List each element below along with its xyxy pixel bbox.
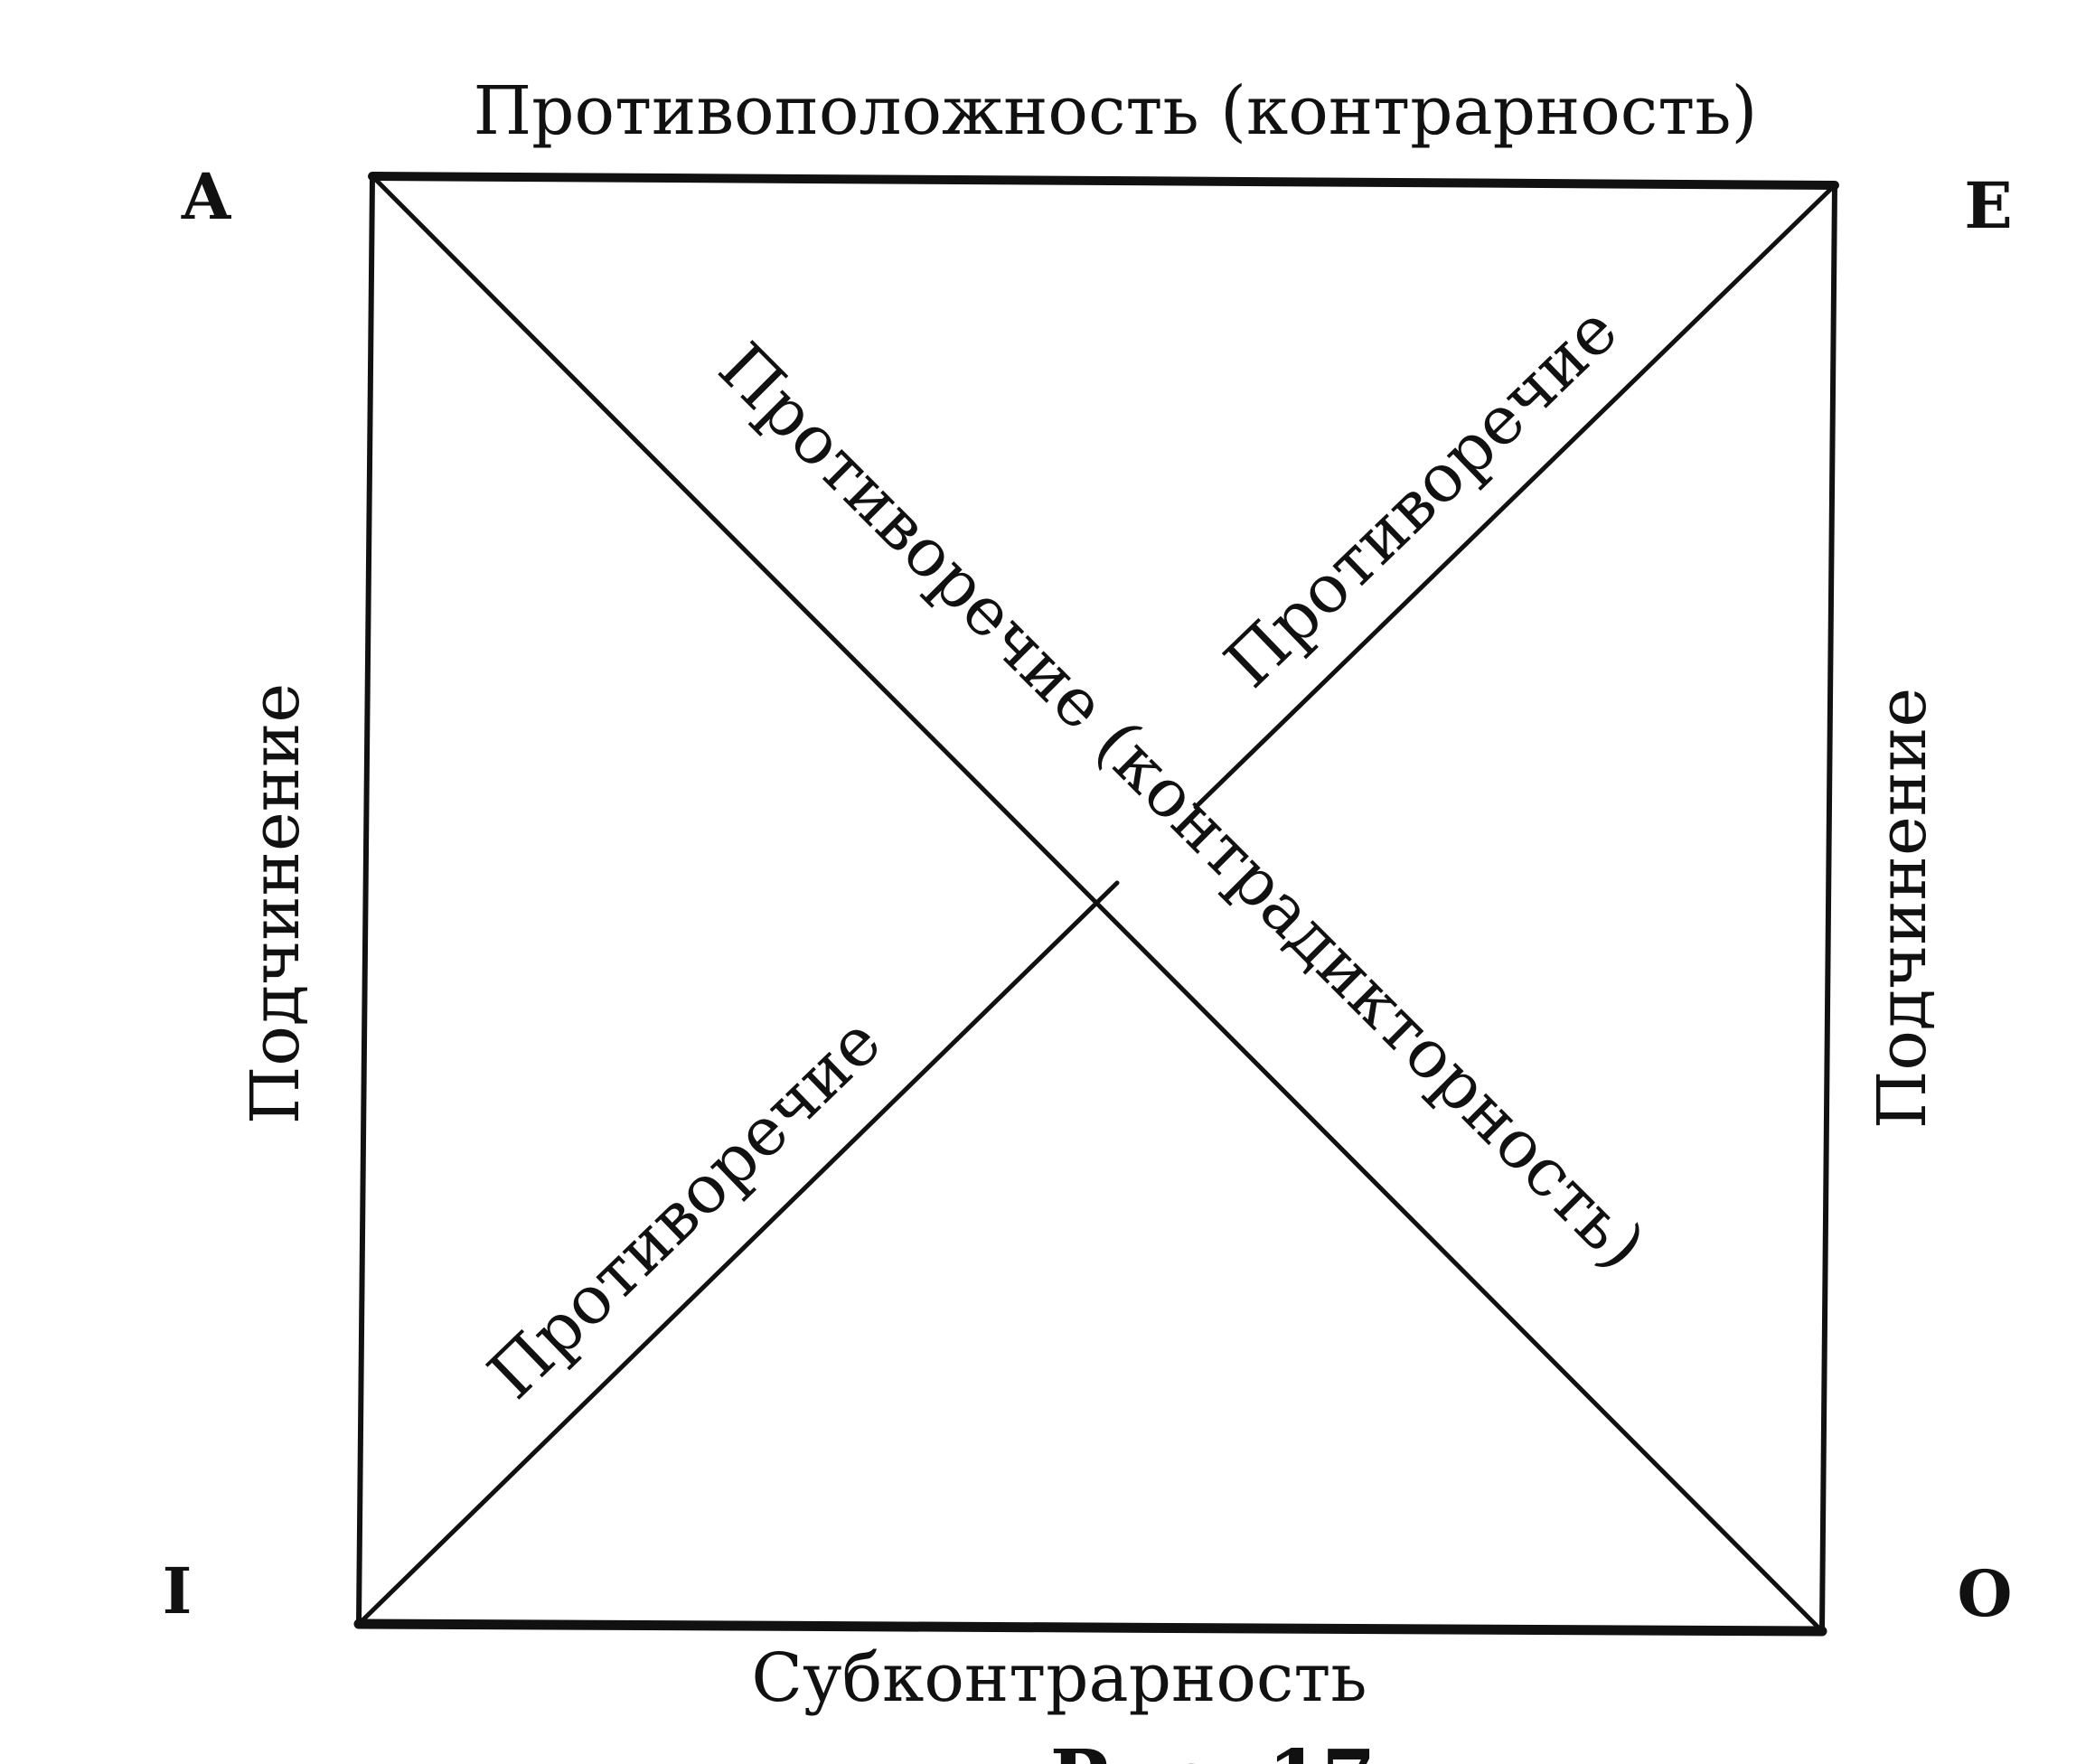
edge-label-top: Противоположность (контрарность) bbox=[474, 72, 1758, 150]
figure-caption-partial: Рис. 17 bbox=[1050, 1733, 1376, 1764]
diagonal-e-i-lower-line bbox=[356, 880, 1120, 1627]
edge-top-line bbox=[368, 172, 1839, 190]
corner-label-e: E bbox=[1964, 168, 2012, 243]
diagonal-e-i-upper-line bbox=[1193, 183, 1837, 810]
edge-label-right: Подчинение bbox=[1864, 688, 1941, 1129]
corner-label-i: I bbox=[163, 1553, 193, 1628]
diagonal-label-anti-upper: Противоречие bbox=[1210, 291, 1632, 702]
edge-right-line bbox=[1819, 183, 1837, 1634]
edge-label-left: Подчинение bbox=[237, 683, 315, 1124]
edge-label-bottom: Субконтрарность bbox=[751, 1639, 1367, 1717]
diagonal-label-main: Противоречие (контрадикторность) bbox=[704, 328, 1660, 1284]
corner-label-a: A bbox=[181, 159, 232, 234]
edge-bottom-line bbox=[353, 1619, 1827, 1637]
diagonal-label-anti-lower: Противоречие bbox=[474, 1002, 896, 1413]
corner-label-o: O bbox=[1958, 1556, 2013, 1631]
edge-left-line bbox=[356, 174, 375, 1627]
